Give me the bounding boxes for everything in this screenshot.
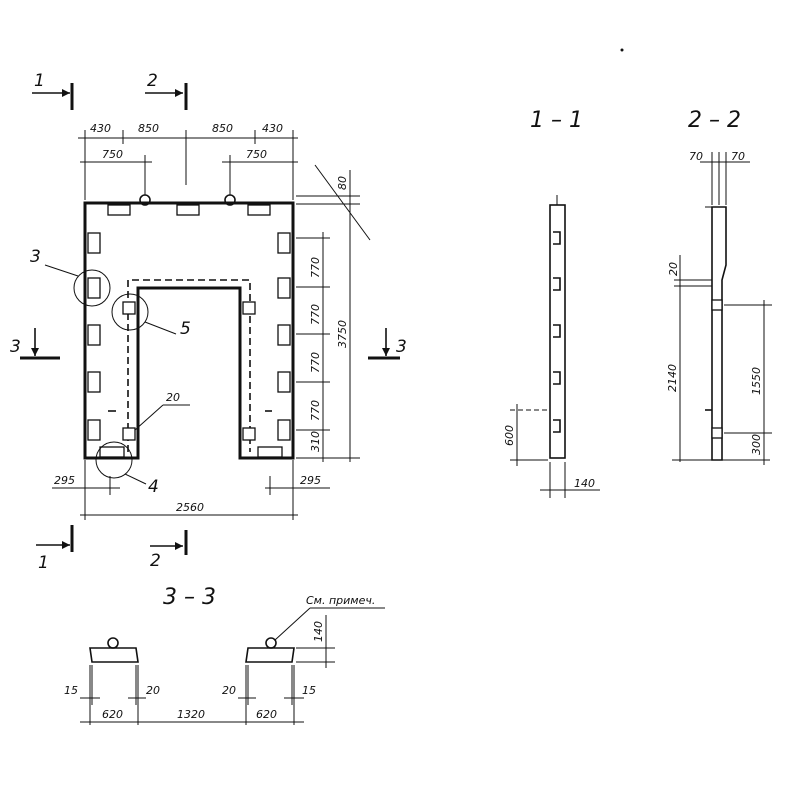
section-2-2-dim-1550: 1550	[750, 367, 763, 395]
dim-overall-width-2560: 2560	[176, 501, 204, 514]
embed-inner-20	[122, 427, 136, 441]
embed-right-1	[277, 232, 291, 254]
embed-right-2	[277, 277, 291, 299]
embed-top-3	[247, 204, 271, 216]
embed-left-1	[87, 232, 101, 254]
section-3-3-note: См. примеч.	[306, 594, 375, 607]
embed-inner-right-bottom	[242, 427, 256, 441]
embed-bottom-right	[257, 446, 283, 458]
section-1-1-title: 1 – 1	[530, 108, 583, 133]
cut1-top-label: 1	[34, 71, 45, 91]
cut1-bottom-label: 1	[38, 553, 49, 573]
section-2-2-dim-70-left: 70	[689, 150, 703, 163]
section-3-3-dim-15-left: 15	[64, 684, 78, 697]
section-1-1: 1 – 1 600 140	[503, 108, 600, 498]
dim-overall-height-3750: 3750	[336, 320, 349, 348]
embed-top-2	[176, 204, 200, 216]
section-3-3-dim-20-left: 20	[146, 684, 160, 697]
dim-right-770-4: 770	[309, 400, 322, 421]
embed-inner-right-top	[242, 301, 256, 315]
section-2-2-embed-lower	[711, 427, 723, 439]
detail-4-label: 4	[148, 477, 159, 497]
scan-speck	[620, 48, 624, 52]
dim-right-770-2: 770	[309, 304, 322, 325]
section-3-3-right-loop	[265, 637, 277, 649]
section-cut-1-top: 1	[32, 71, 74, 110]
embed-left-5	[87, 419, 101, 441]
cut3-left-label: 3	[10, 337, 21, 357]
plan-view: 3 5 4 20 430 850 850 430 750 750 80	[30, 122, 371, 520]
embed-left-4	[87, 371, 101, 393]
dim-top-offset-80: 80	[336, 176, 349, 190]
dim-bottom-295-right: 295	[300, 474, 321, 487]
embed-right-5	[277, 419, 291, 441]
section-2-2-embed-upper	[711, 299, 723, 311]
dim-top-430-left: 430	[90, 122, 111, 135]
dim-top-850-right: 850	[212, 122, 233, 135]
plan-dashed-contour	[127, 279, 251, 452]
section-1-1-dim-140: 140	[574, 477, 595, 490]
embed-left-2	[87, 277, 101, 299]
section-3-3-left-loop	[107, 637, 119, 649]
embed-inner-5	[122, 301, 136, 315]
section-3-3-dim-20-right: 20	[222, 684, 236, 697]
detail-circle-3	[73, 269, 111, 307]
section-2-2-dim-300: 300	[750, 434, 763, 455]
section-3-3-title: 3 – 3	[163, 585, 216, 610]
section-3-3-dim-140: 140	[312, 621, 325, 642]
detail-3-label: 3	[30, 247, 41, 267]
section-3-3-dim-1320: 1320	[177, 708, 205, 721]
section-cut-2-bottom: 2	[150, 530, 188, 571]
section-cut-3-left: 3	[10, 328, 60, 360]
section-2-2-title: 2 – 2	[688, 108, 741, 133]
detail-circle-4	[95, 441, 133, 479]
dim-inner-750-right: 750	[246, 148, 267, 161]
embed-bottom-left	[99, 446, 125, 458]
section-3-3-right-block	[245, 647, 295, 663]
embed-right-4	[277, 371, 291, 393]
section-1-1-dim-600: 600	[503, 425, 516, 446]
cut3-right-label: 3	[396, 337, 407, 357]
section-3-3-dim-620-left: 620	[102, 708, 123, 721]
section-3-3-left-block	[89, 647, 139, 663]
detail-circle-5	[111, 293, 149, 331]
dim-right-770-3: 770	[309, 352, 322, 373]
dim-bottom-295-left: 295	[54, 474, 75, 487]
dim-right-310: 310	[309, 431, 322, 452]
detail-20-label: 20	[166, 391, 180, 404]
section-2-2: 2 – 2 70 70 20 2140 1550 300	[666, 108, 772, 465]
section-cut-1-bottom: 1	[36, 525, 74, 573]
dim-inner-750-left: 750	[102, 148, 123, 161]
cut2-bottom-label: 2	[150, 551, 161, 571]
detail-5-label: 5	[180, 319, 191, 339]
dim-top-430-right: 430	[262, 122, 283, 135]
section-2-2-panel	[711, 206, 727, 461]
section-cut-2-top: 2	[145, 71, 188, 110]
section-2-2-dim-2140: 2140	[666, 364, 679, 392]
embed-right-3	[277, 324, 291, 346]
cut2-top-label: 2	[147, 71, 158, 91]
embed-top-1	[107, 204, 131, 216]
dim-top-850-left: 850	[138, 122, 159, 135]
section-3-3-dim-15-right: 15	[302, 684, 316, 697]
section-3-3: 3 – 3 См. примеч. 140 15 20 20 15	[64, 585, 385, 725]
embed-left-3	[87, 324, 101, 346]
plan-outline	[83, 201, 295, 460]
section-cut-3-right: 3	[368, 328, 407, 360]
section-3-3-dim-620-right: 620	[256, 708, 277, 721]
section-2-2-dim-20: 20	[667, 262, 680, 276]
section-2-2-dim-70-right: 70	[731, 150, 745, 163]
dim-right-770-1: 770	[309, 257, 322, 278]
